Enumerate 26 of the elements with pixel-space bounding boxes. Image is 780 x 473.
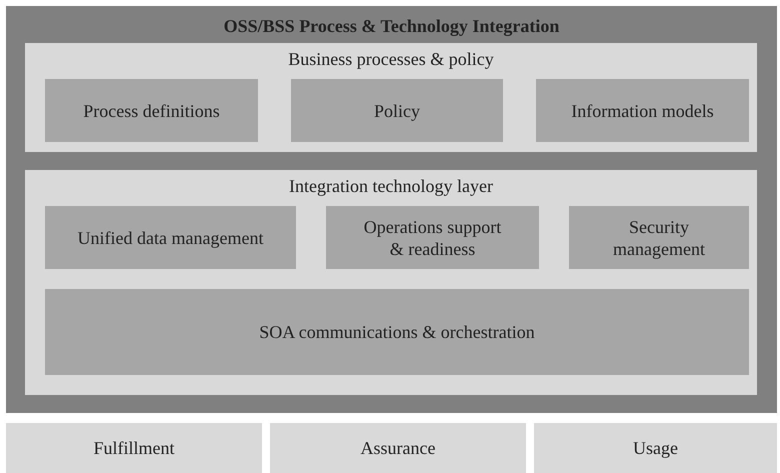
component-box <box>326 206 539 269</box>
panel-heading: Business processes & policy <box>288 48 494 70</box>
outer-frame <box>6 6 777 413</box>
layer-panel <box>25 43 757 152</box>
component-box <box>45 79 258 142</box>
base-block <box>534 423 777 473</box>
base-block <box>6 423 262 473</box>
box-label: Usage <box>632 437 679 459</box>
component-box <box>45 206 296 269</box>
box-label: Process definitions <box>82 100 221 122</box>
box-label: Policy <box>372 100 421 122</box>
box-label: Security management <box>612 216 706 260</box>
component-box <box>45 289 749 375</box>
base-block <box>270 423 526 473</box>
component-box <box>569 206 749 269</box>
component-box <box>291 79 503 142</box>
component-box <box>536 79 749 142</box>
box-label: SOA communications & orchestration <box>258 321 536 343</box>
box-label: Information models <box>570 100 715 122</box>
layer-panel <box>25 170 757 395</box>
diagram-heading: OSS/BSS Process & Technology Integration <box>224 15 560 37</box>
box-label: Assurance <box>360 437 436 459</box>
box-label: Fulfillment <box>92 437 176 459</box>
box-label: Unified data management <box>76 226 264 248</box>
panel-heading: Integration technology layer <box>289 175 493 197</box>
box-label: Operations support & readiness <box>362 216 502 260</box>
